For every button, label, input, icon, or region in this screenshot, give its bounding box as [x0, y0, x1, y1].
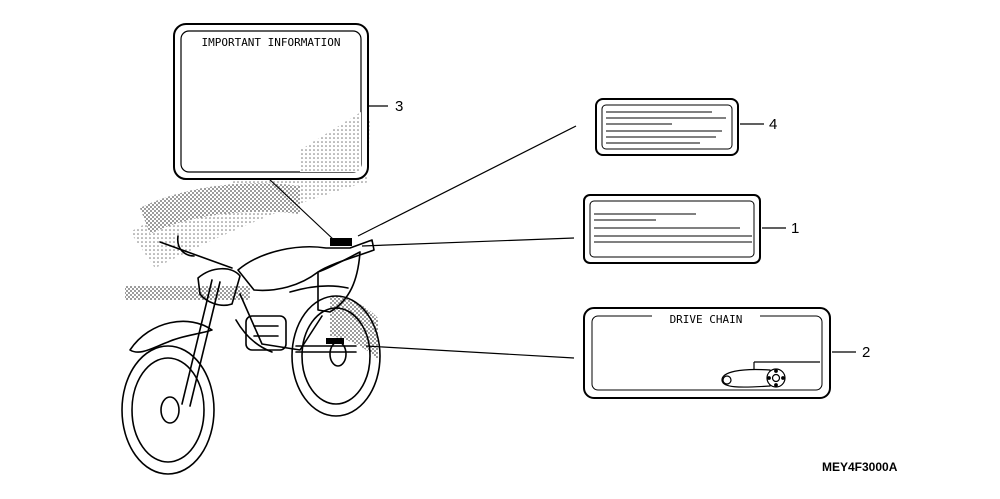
chain-adjuster-icon — [721, 361, 820, 388]
label-4-blank — [595, 98, 739, 156]
callout-3: 3 — [395, 98, 403, 115]
important-information-text: IMPORTANT INFORMATION — [201, 36, 340, 49]
diagram-code: MEY4F3000A — [822, 460, 898, 474]
leader-lines — [267, 105, 856, 359]
callout-1: 1 — [791, 220, 799, 237]
label-1-blank — [583, 194, 761, 264]
label-drive-chain: DRIVE CHAIN — [583, 307, 831, 399]
callout-4: 4 — [769, 116, 777, 133]
callout-2: 2 — [862, 344, 870, 361]
drive-chain-text: DRIVE CHAIN — [670, 313, 743, 326]
label-important-information: IMPORTANT INFORMATION — [173, 23, 369, 180]
